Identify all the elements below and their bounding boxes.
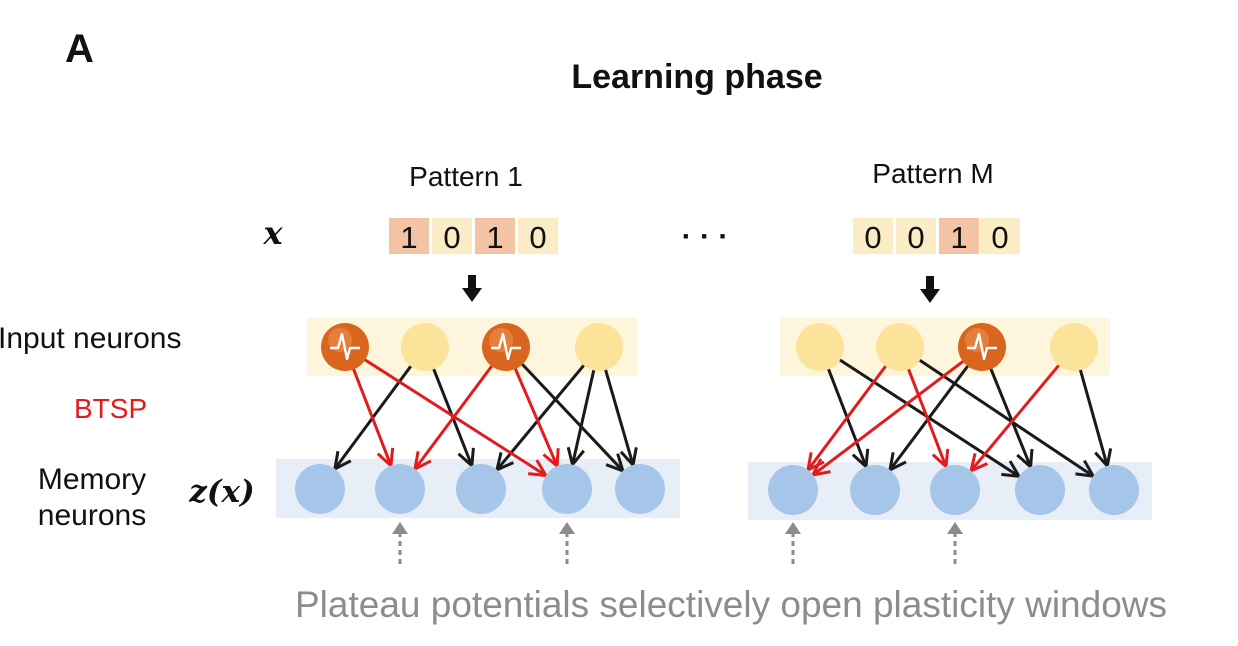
neuron-body (796, 323, 844, 371)
bit-cell (432, 218, 472, 254)
bit-cell (518, 218, 558, 254)
bit-cell (853, 218, 893, 254)
memory-neuron (456, 464, 506, 514)
btsp-connection-arrow (351, 366, 395, 469)
memory-neuron (615, 464, 665, 514)
spike-icon (967, 332, 997, 361)
pattern-title: Pattern 1 (409, 161, 523, 192)
input-arrow-down-icon (920, 276, 940, 303)
spiking-input-neuron (482, 323, 530, 371)
bit-value: 0 (529, 220, 546, 255)
memory-neuron (1089, 465, 1139, 515)
x-vector-label: x (262, 214, 283, 252)
btsp-connection-arrow (513, 366, 560, 470)
bit-value: 0 (864, 220, 881, 255)
input-neuron (401, 323, 449, 371)
spike-icon (330, 332, 360, 361)
connection-arrow (887, 363, 971, 473)
btsp-connection-arrow (805, 363, 889, 473)
plateau-caption: Plateau potentials selectively open plas… (295, 584, 1167, 625)
bit-cell (939, 218, 979, 254)
connection-arrow (520, 361, 626, 474)
bit-value: 0 (907, 220, 924, 255)
connection-arrow (1078, 367, 1113, 470)
plateau-arrow-icon (559, 522, 575, 564)
memory-neuron (850, 465, 900, 515)
pattern-title: Pattern M (872, 158, 993, 189)
bit-cell (896, 218, 936, 254)
memory-neuron (295, 464, 345, 514)
ellipsis: · · · (682, 220, 729, 253)
neuron-body (575, 323, 623, 371)
bit-value: 1 (400, 220, 417, 255)
plateau-arrow-head (947, 522, 963, 534)
neuron-body (876, 323, 924, 371)
btsp-connection-arrow (968, 362, 1062, 474)
memory-neuron (768, 465, 818, 515)
btsp-label: BTSP (74, 393, 147, 424)
input-arrow-down-icon (462, 275, 482, 302)
plateau-arrow-head (392, 522, 408, 534)
connection-arrow (603, 367, 638, 469)
neuron-body (401, 323, 449, 371)
spiking-input-neuron (321, 323, 369, 371)
diagram-title: Learning phase (571, 58, 822, 96)
plateau-arrow-icon (785, 522, 801, 564)
memory-neuron (375, 464, 425, 514)
bit-cell (389, 218, 429, 254)
memory-neurons-label-line1: Memory (38, 463, 146, 496)
bit-value: 1 (486, 220, 503, 255)
bit-cell (475, 218, 515, 254)
bit-value: 0 (991, 220, 1008, 255)
input-neuron (796, 323, 844, 371)
btsp-connection-arrow (412, 363, 495, 472)
bit-value: 0 (443, 220, 460, 255)
input-neurons-label: Input neurons (0, 322, 181, 355)
memory-neurons-label-line2: neurons (38, 499, 146, 532)
input-neuron (876, 323, 924, 371)
panel-label: A (65, 27, 94, 71)
neuron-body (1050, 323, 1098, 371)
memory-neuron (542, 464, 592, 514)
input-neuron (1050, 323, 1098, 371)
bit-value: 1 (950, 220, 967, 255)
memory-neuron (1015, 465, 1065, 515)
spiking-input-neuron (958, 323, 1006, 371)
plateau-arrow-head (785, 522, 801, 534)
connection-arrow (988, 366, 1034, 470)
bit-cell (980, 218, 1020, 254)
plateau-arrow-icon (947, 522, 963, 564)
z-output-label: z(x) (188, 474, 254, 510)
btsp-connection-arrow (906, 366, 950, 470)
spike-icon (491, 332, 521, 361)
memory-neuron (930, 465, 980, 515)
connection-arrow (566, 368, 596, 468)
input-neuron (575, 323, 623, 371)
plateau-arrow-head (559, 522, 575, 534)
btsp-connection-arrow (810, 359, 966, 477)
plateau-arrow-icon (392, 522, 408, 564)
connection-arrow (917, 357, 1097, 478)
